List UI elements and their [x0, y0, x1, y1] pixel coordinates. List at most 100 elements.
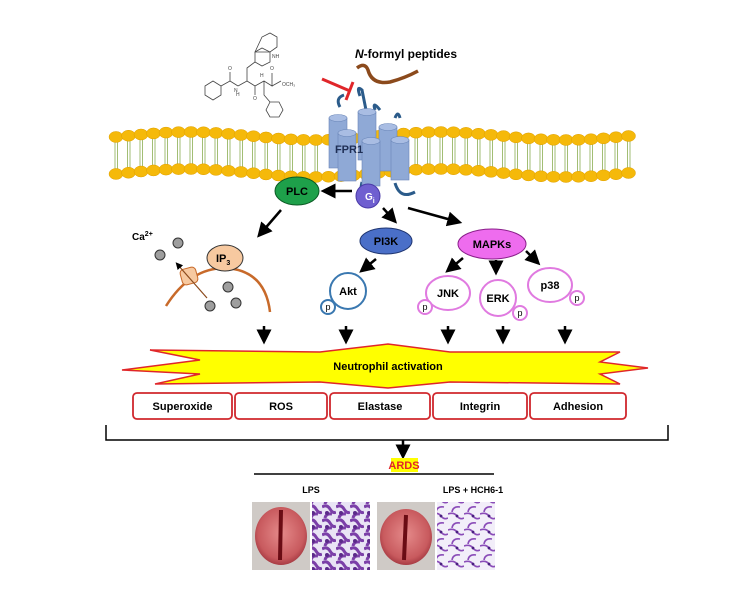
phospho-icon — [417, 299, 433, 315]
outcome-box: Superoxide — [132, 392, 233, 420]
lipid-head — [196, 126, 211, 139]
lps-lung-photo — [252, 502, 310, 570]
lipid-head — [608, 168, 624, 180]
lipid-head — [233, 166, 249, 178]
lipid-head — [196, 163, 211, 176]
lipid-head — [421, 163, 436, 175]
lipid-head — [558, 134, 574, 146]
panel-label-lps: LPS — [302, 485, 320, 495]
lipid-head — [208, 164, 224, 176]
phospho-label: p — [574, 293, 579, 303]
ligand-label: N-formyl peptides — [355, 47, 457, 61]
lipid-head — [133, 128, 149, 141]
fpr1-label: FPR1 — [335, 144, 363, 156]
p38-label: p38 — [541, 280, 560, 292]
lipid-head — [546, 134, 561, 146]
pi3k-node — [359, 227, 413, 255]
lipid-head — [508, 168, 524, 181]
mapks-label: MAPKs — [473, 239, 512, 251]
structure-label: O — [228, 66, 232, 72]
lipid-head — [321, 170, 336, 183]
lipid-head — [546, 171, 561, 183]
lipid-head — [483, 129, 499, 141]
lipid-head — [121, 166, 136, 179]
lipid-head — [271, 169, 286, 182]
lipid-head — [146, 164, 161, 177]
lipid-head — [221, 128, 236, 140]
outcome-label: ROS — [269, 401, 293, 413]
lps-histology-image — [312, 502, 370, 570]
ip3-node — [206, 244, 244, 272]
calcium-ions — [154, 237, 242, 312]
bracket — [105, 425, 669, 441]
lipid-head — [246, 167, 261, 179]
lipid-head — [508, 131, 524, 144]
plc-label: PLC — [286, 186, 308, 198]
lipid-head — [408, 163, 424, 176]
structure-label: O — [270, 66, 274, 72]
lipid-head — [258, 168, 274, 181]
lipid-head — [533, 170, 549, 183]
lipid-head — [408, 126, 424, 139]
signal-arrows — [256, 183, 573, 345]
structure-label: H — [260, 73, 264, 79]
panel-label-lps-hch6-1: LPS + HCH6-1 — [443, 485, 503, 495]
jnk-label: JNK — [437, 288, 459, 300]
structure-label: NH — [272, 54, 280, 60]
ip3-label: IP3 — [216, 253, 230, 267]
structure-label: OCH₃ — [282, 82, 295, 88]
lipid-head — [458, 164, 474, 176]
activation-label: Neutrophil activation — [333, 361, 443, 373]
lipid-head — [158, 163, 174, 176]
outcome-label: Superoxide — [153, 401, 213, 413]
phospho-label: p — [517, 308, 522, 318]
fpr1-receptor: FPR1 — [328, 87, 416, 196]
outcome-box: ROS — [234, 392, 328, 420]
transmembrane-helix — [337, 132, 357, 182]
lipid-head — [221, 165, 236, 177]
lipid-head — [458, 127, 474, 139]
neutrophil-activation-band — [121, 343, 649, 389]
lipid-head — [433, 126, 449, 138]
lipid-head — [308, 134, 324, 146]
gi-label: Gi — [365, 192, 375, 205]
lipid-head — [283, 133, 299, 146]
outcome-box: Integrin — [432, 392, 528, 420]
jnk-node — [425, 275, 471, 311]
lipid-head — [258, 131, 274, 144]
lipid-head — [471, 164, 486, 177]
lipid-head — [521, 132, 536, 145]
lipid-head — [583, 133, 599, 145]
lipid-head — [133, 165, 149, 178]
lipid-head — [608, 131, 624, 143]
lipid-head — [233, 129, 249, 141]
mapks-node — [457, 228, 527, 260]
lipid-head — [496, 167, 511, 179]
inhibition-symbol — [321, 77, 355, 101]
transmembrane-helix — [390, 139, 410, 181]
lipid-head — [446, 126, 461, 138]
lps-hch6-1-histology-image — [437, 502, 495, 570]
lipid-head — [596, 169, 611, 182]
lipid-head — [108, 168, 124, 180]
erk-node — [479, 279, 517, 317]
transmembrane-helix — [361, 140, 381, 187]
lipid-head — [246, 130, 261, 142]
gi-protein — [355, 183, 381, 209]
calcium-release-arrow — [175, 262, 208, 299]
lipid-head — [183, 163, 199, 175]
lipid-head — [533, 133, 549, 146]
structure-label: H — [236, 92, 240, 98]
lipid-head — [621, 167, 636, 179]
lipid-head — [621, 130, 636, 142]
lipid-head — [158, 126, 174, 139]
phospho-icon — [512, 305, 528, 321]
structure-label: N — [234, 88, 238, 94]
p38-node — [527, 267, 573, 303]
lipid-head — [471, 127, 486, 140]
phospho-icon — [320, 299, 336, 315]
lipid-head — [521, 169, 536, 182]
structure-label: O — [253, 96, 257, 102]
lipid-head — [558, 171, 574, 183]
outcome-label: Integrin — [460, 401, 501, 413]
